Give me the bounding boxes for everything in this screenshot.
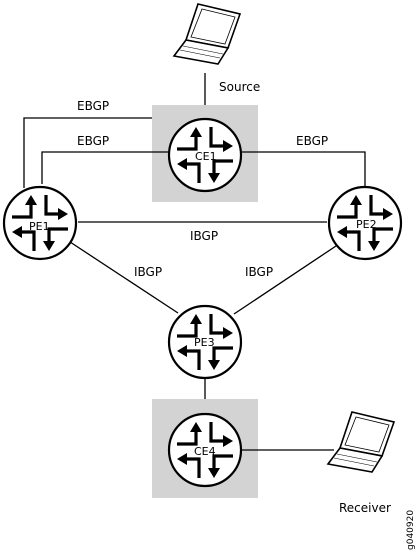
router-ce4: CE4 (167, 412, 243, 488)
receiver-label: Receiver (339, 501, 391, 515)
receiver-host: Receiver (327, 411, 395, 515)
router-pe1: PE1 (2, 185, 78, 261)
link-label-pe1-ce1-inner: EBGP (77, 134, 109, 148)
link-label-pe2-pe3: IBGP (245, 265, 273, 279)
router-label-ce4: CE4 (194, 445, 216, 458)
link-label-ce1-pe2: EBGP (296, 134, 328, 148)
router-label-ce1: CE1 (195, 150, 217, 163)
router-label-pe3: PE3 (194, 336, 215, 349)
source-label: Source (219, 80, 260, 94)
link-label-pe1-ce1-outer: EBGP (77, 99, 109, 113)
link-ce1-pe2 (242, 151, 366, 187)
router-label-pe2: PE2 (356, 218, 377, 231)
links (23, 73, 366, 451)
link-pe1-ce1-inner (41, 151, 168, 184)
link-label-pe1-pe3: IBGP (134, 265, 162, 279)
link-pe2-pe3 (233, 241, 343, 315)
laptop-icon (327, 411, 395, 473)
laptop-icon (173, 3, 241, 65)
router-ce1: CE1 (167, 117, 243, 193)
link-pe1-ce1-outer (23, 117, 152, 188)
router-pe2: PE2 (327, 185, 403, 261)
router-label-pe1: PE1 (29, 220, 50, 233)
link-pe1-pe3 (63, 237, 179, 314)
source-host: Source (173, 3, 260, 94)
link-label-pe1-pe2: IBGP (190, 229, 218, 243)
router-pe3: PE3 (167, 304, 243, 380)
figure-id: g040920 (406, 510, 416, 550)
